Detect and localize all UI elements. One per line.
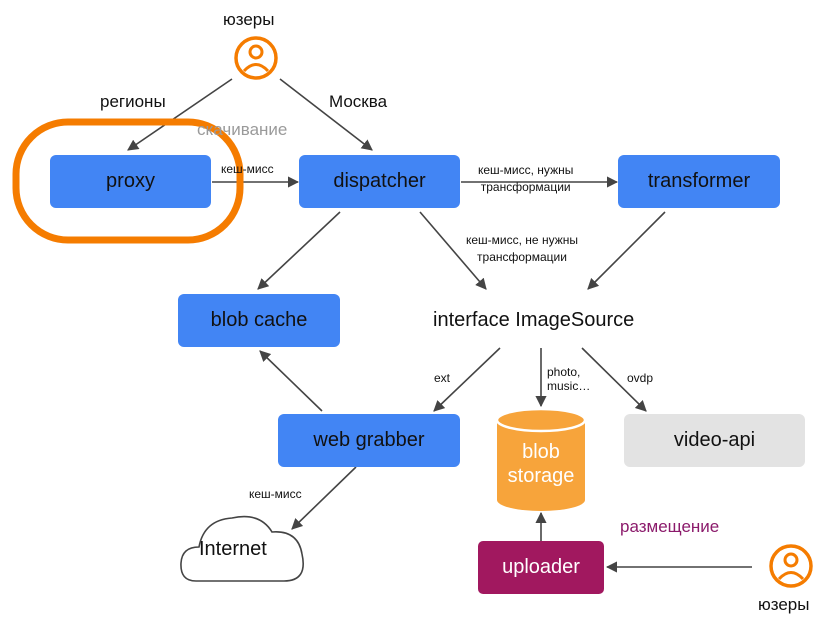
arrow-users-to-dispatcher (279, 78, 373, 151)
edge-label-moscow: Москва (329, 92, 388, 111)
arrow-dispatcher-to-blob-cache (257, 211, 341, 290)
node-dispatcher[interactable]: dispatcher (299, 155, 460, 208)
node-web-grabber[interactable]: web grabber (278, 414, 460, 467)
edge-label-download: скачивание (197, 120, 288, 139)
edge-label-ext: ext (434, 371, 451, 385)
edge-label-photo: photo, (547, 365, 581, 379)
edge-label-placement: размещение (620, 517, 720, 536)
arrow-web-grabber-to-internet (291, 466, 357, 530)
edge-label-cache-miss-transform: кеш-мисс, нужны трансформации (478, 162, 573, 197)
arrow-transformer-to-imagesource (587, 211, 666, 290)
edge-label-photo-music: photo, music… (547, 365, 591, 394)
edge-label-cache-miss-no-transform: кеш-мисс, не нужны трансформации (466, 232, 578, 267)
arrow-web-grabber-to-blob-cache (259, 350, 323, 412)
node-blob-storage-line1: blob (522, 441, 560, 463)
node-video-api[interactable]: video-api (624, 414, 805, 467)
user-icon-top (234, 36, 278, 80)
node-image-source[interactable]: interface ImageSource (433, 309, 635, 331)
node-blob-cache[interactable]: blob cache (178, 294, 340, 347)
edge-label-cache-miss-transform-line1: кеш-мисс, нужны (478, 163, 574, 177)
user-icon-bottom (769, 544, 813, 588)
node-uploader[interactable]: uploader (478, 541, 604, 594)
edge-label-cache-miss-no-transform-line1: кеш-мисс, не нужны (466, 233, 578, 247)
arrow-imagesource-to-web-grabber (433, 347, 501, 412)
blob-storage-shape (495, 407, 587, 511)
node-transformer[interactable]: transformer (618, 155, 780, 208)
arrow-users-to-proxy (127, 78, 233, 151)
edge-label-cache-miss-no-transform-line2: трансформации (477, 250, 567, 265)
edge-label-ovdp: ovdp (627, 371, 654, 385)
internet-cloud-shape (180, 515, 304, 582)
users-bottom-label: юзеры (758, 595, 810, 614)
node-internet[interactable]: Internet (199, 538, 267, 560)
arrow-imagesource-to-video-api (581, 347, 647, 412)
node-blob-storage[interactable]: blob storage (497, 440, 585, 488)
node-blob-storage-line2: storage (507, 465, 575, 487)
node-proxy[interactable]: proxy (50, 155, 211, 208)
edge-label-regions: регионы (100, 92, 166, 111)
edge-label-music: music… (547, 378, 591, 393)
users-top-label: юзеры (223, 10, 275, 29)
proxy-highlight-ring (12, 118, 244, 244)
arrow-dispatcher-to-imagesource (419, 211, 487, 290)
edge-label-cache-miss-transform-line2: трансформации (480, 180, 571, 195)
edge-label-cache-miss-internet: кеш-мисс (249, 487, 302, 501)
edge-label-cache-miss-proxy: кеш-мисс (221, 162, 274, 176)
